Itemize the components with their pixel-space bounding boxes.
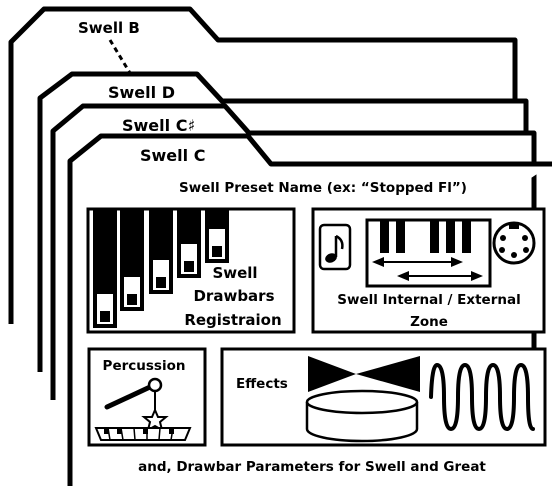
- drawbars-label-2: Drawbars: [193, 287, 274, 305]
- folder-label-swell-d: Swell D: [108, 83, 175, 102]
- folder-label-swell-b: Swell B: [78, 19, 140, 37]
- folder-label-swell-c: Swell C: [140, 146, 205, 165]
- folder-label-swell-csharp: Swell C♯: [122, 116, 195, 135]
- midi-connector-icon: [494, 223, 534, 263]
- zone-label-1: Swell Internal / External: [337, 292, 520, 308]
- note-icon: [320, 225, 350, 269]
- drawbars-label-1: Swell: [212, 264, 257, 282]
- footer-label: and, Drawbar Parameters for Swell and Gr…: [138, 459, 486, 475]
- preset-name-label: Swell Preset Name (ex: “Stopped Fl”): [179, 180, 467, 196]
- zone-label-2: Zone: [410, 314, 448, 330]
- percussion-label: Percussion: [103, 358, 186, 374]
- keyboard-icon: [367, 220, 490, 286]
- drawbars-label-3: Registraion: [184, 311, 281, 329]
- effects-label: Effects: [236, 376, 288, 392]
